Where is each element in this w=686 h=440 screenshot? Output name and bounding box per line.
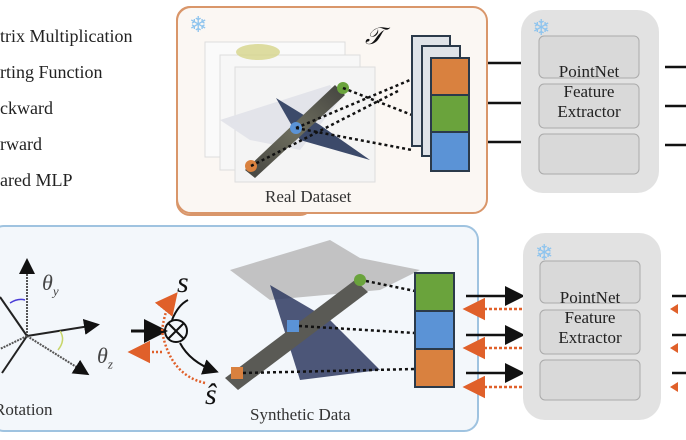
theta-z-subscript: z bbox=[107, 356, 113, 372]
pointnet-top-label: PointNet Feature Extractor bbox=[539, 62, 639, 122]
synthetic-forward-arrows bbox=[466, 286, 525, 383]
pointnet-bottom-output-lines bbox=[672, 294, 686, 375]
synthetic-backward-arrows bbox=[462, 297, 522, 399]
rotation-caption: Rotation bbox=[0, 400, 53, 419]
pointnet-bottom-line-2: Feature bbox=[564, 308, 616, 327]
scale-arc-top bbox=[171, 299, 189, 321]
syn-keypoint-blue bbox=[287, 320, 299, 332]
snowflake-icon: ❄ bbox=[532, 15, 551, 40]
pointnet-top-line-2: Feature bbox=[563, 82, 615, 101]
theta-y-label: θy bbox=[42, 270, 59, 299]
pointnet-bottom-backward-heads bbox=[670, 304, 678, 392]
syn-keypoint-orange bbox=[231, 367, 243, 379]
pointnet-top-output-lines bbox=[665, 65, 686, 147]
theta-y-symbol: θ bbox=[42, 270, 53, 295]
snowflake-icon: ❄ bbox=[535, 240, 554, 265]
legend-item-shared-mlp: ared MLP bbox=[0, 170, 73, 190]
feature-tile-orange bbox=[430, 57, 470, 96]
scale-hat-symbol: ŝ bbox=[205, 378, 217, 411]
syn-keypoint-green bbox=[354, 274, 366, 286]
real-dataset-caption: Real Dataset bbox=[265, 187, 352, 206]
scale-symbol: s bbox=[177, 266, 189, 299]
feature-tile-green bbox=[430, 94, 470, 133]
syn-feature-tile-blue bbox=[414, 310, 455, 350]
legend-item-matrix-multiplication: trix Multiplication bbox=[0, 26, 133, 46]
rotation-axes bbox=[0, 258, 100, 376]
syn-feature-tile-orange bbox=[414, 348, 455, 388]
transform-symbol: 𝒯 bbox=[365, 24, 384, 50]
feature-tile-blue bbox=[430, 131, 470, 172]
synthetic-plane-wings bbox=[270, 285, 380, 380]
synthetic-data-caption: Synthetic Data bbox=[250, 405, 351, 424]
pointnet-top-line-3: Extractor bbox=[557, 102, 621, 121]
ghost-plane-yellow bbox=[236, 44, 280, 60]
legend-item-sorting-function: rting Function bbox=[0, 62, 103, 82]
theta-z-label: θz bbox=[97, 343, 113, 372]
synthetic-plane-ghost bbox=[230, 240, 420, 300]
pointnet-bottom-line-1: PointNet bbox=[559, 288, 621, 307]
syn-feature-tile-green bbox=[414, 272, 455, 312]
theta-y-subscript: y bbox=[52, 283, 59, 299]
scale-arc-bottom bbox=[179, 342, 219, 375]
synthetic-plane-fuselage bbox=[225, 280, 368, 390]
legend-item-forward: rward bbox=[0, 134, 42, 154]
pointnet-top-line-1: PointNet bbox=[558, 62, 620, 81]
real-correspondence-lines bbox=[250, 78, 413, 168]
synthetic-correspondence-lines bbox=[242, 279, 416, 375]
pointnet-bottom-label: PointNet Feature Extractor bbox=[540, 288, 640, 348]
snowflake-icon: ❄ bbox=[189, 12, 208, 37]
pointnet-bottom-line-3: Extractor bbox=[558, 328, 622, 347]
real-forward-arrows bbox=[488, 61, 525, 144]
theta-z-symbol: θ bbox=[97, 343, 108, 368]
legend-item-backward: ckward bbox=[0, 98, 53, 118]
